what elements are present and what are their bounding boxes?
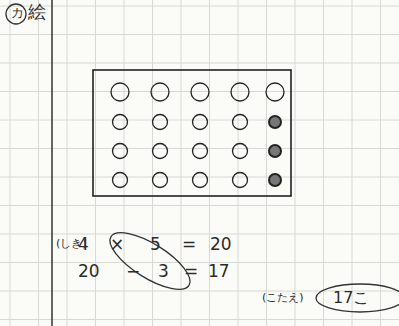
grid-line (0, 91, 399, 92)
answer: 17こ (333, 290, 369, 306)
margin-line (51, 0, 53, 326)
shaded-counter (269, 116, 281, 128)
grid-line (0, 120, 399, 121)
counter (153, 173, 168, 188)
grid-line (152, 0, 153, 326)
counter (113, 144, 128, 159)
grid-line (0, 177, 399, 178)
grid-line (266, 0, 267, 326)
grid-line (323, 0, 324, 326)
counter (153, 115, 168, 130)
grid-line (0, 34, 399, 35)
number: 4 (78, 236, 89, 253)
counter (233, 173, 248, 188)
operator: = (182, 236, 196, 253)
counter-circles (111, 83, 284, 188)
grid-line (295, 0, 296, 326)
operator: × (110, 236, 124, 253)
grid-line (38, 0, 39, 326)
grid-line (0, 319, 399, 320)
grid-line (380, 0, 381, 326)
counter (231, 83, 249, 101)
grid-line (67, 0, 68, 326)
counter (193, 115, 208, 130)
counter (193, 144, 208, 159)
grid-line (352, 0, 353, 326)
mark-oval (102, 222, 198, 300)
number: 20 (210, 236, 232, 253)
section-title: 絵 (28, 3, 46, 21)
counter (191, 83, 209, 101)
grid-line (10, 0, 11, 326)
picture-frame (93, 70, 291, 196)
grid-line (0, 234, 399, 235)
counter (233, 115, 248, 130)
answer-tag: (こたえ) (262, 292, 304, 303)
counter (233, 144, 248, 159)
counter (113, 115, 128, 130)
shaded-counter (269, 145, 281, 157)
operator: − (126, 263, 140, 280)
counter (111, 83, 129, 101)
item-mark: カ (11, 6, 24, 19)
answer-oval (316, 284, 399, 312)
item-circle (6, 4, 26, 24)
grid-line (181, 0, 182, 326)
number: 5 (150, 236, 161, 253)
operator: = (184, 263, 198, 280)
counter (113, 173, 128, 188)
counter (193, 173, 208, 188)
number: 17 (208, 263, 230, 280)
shaded-counter (269, 174, 281, 186)
grid-line (0, 262, 399, 263)
counter (153, 144, 168, 159)
counter (151, 83, 169, 101)
grid-line (238, 0, 239, 326)
counter (266, 83, 284, 101)
number: 20 (78, 263, 100, 280)
number: 3 (158, 263, 169, 280)
grid-line (0, 205, 399, 206)
grid-line (0, 6, 399, 7)
grid-line (124, 0, 125, 326)
grid-line (0, 63, 399, 64)
grid-line (0, 148, 399, 149)
